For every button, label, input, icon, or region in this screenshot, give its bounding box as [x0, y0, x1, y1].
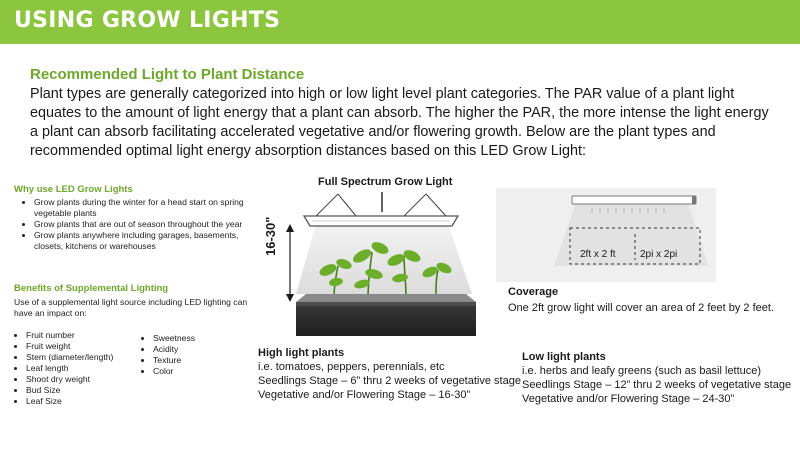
- list-item: Sweetness: [153, 333, 243, 344]
- benefits-list-2: Sweetness Acidity Texture Color: [137, 333, 243, 377]
- distance-range-label: 16-30": [263, 216, 278, 256]
- list-item: Leaf length: [26, 363, 146, 374]
- why-list: Grow plants during the winter for a head…: [18, 197, 264, 252]
- high-light-example: i.e. tomatoes, peppers, perennials, etc: [258, 361, 445, 373]
- list-item: Acidity: [153, 344, 243, 355]
- list-item: Stem (diameter/length): [26, 352, 146, 363]
- list-item: Grow plants that are out of season throu…: [34, 219, 264, 230]
- page-title: USING GROW LIGHTS: [14, 8, 281, 33]
- coverage-label-pi: 2pi x 2pi: [640, 249, 678, 260]
- high-light-seedling: Seedlings Stage – 6” thru 2 weeks of veg…: [258, 375, 521, 387]
- list-item: Grow plants during the winter for a head…: [34, 197, 264, 219]
- why-title: Why use LED Grow Lights: [14, 184, 133, 195]
- list-item: Texture: [153, 355, 243, 366]
- coverage-label-ft: 2ft x 2 ft: [580, 249, 616, 260]
- lamp-title: Full Spectrum Grow Light: [318, 176, 453, 188]
- low-light-example: i.e. herbs and leafy greens (such as bas…: [522, 365, 762, 377]
- low-light-title: Low light plants: [522, 351, 606, 363]
- low-light-seedling: Seedlings Stage – 12” thru 2 weeks of ve…: [522, 379, 792, 391]
- list-item: Fruit number: [26, 330, 146, 341]
- section-title: Recommended Light to Plant Distance: [30, 66, 305, 83]
- high-light-title: High light plants: [258, 347, 345, 359]
- coverage-illustration: [496, 188, 716, 282]
- benefits-title: Benefits of Supplemental Lighting: [14, 283, 169, 294]
- high-light-vegetative: Vegetative and/or Flowering Stage – 16-3…: [258, 389, 471, 401]
- intro-paragraph: Plant types are generally categorized in…: [30, 86, 769, 159]
- list-item: Fruit weight: [26, 341, 146, 352]
- list-item: Color: [153, 366, 243, 377]
- list-item: Leaf Size: [26, 396, 146, 407]
- low-light-vegetative: Vegetative and/or Flowering Stage – 24-3…: [522, 393, 735, 405]
- list-item: Shoot dry weight: [26, 374, 146, 385]
- grow-light-illustration: [286, 192, 476, 336]
- benefits-text: Use of a supplemental light source inclu…: [14, 297, 248, 318]
- benefits-list-1: Fruit number Fruit weight Stem (diameter…: [10, 330, 146, 407]
- list-item: Grow plants anywhere including garages, …: [34, 230, 264, 252]
- list-item: Bud Size: [26, 385, 146, 396]
- coverage-title: Coverage: [508, 286, 559, 298]
- coverage-description: One 2ft grow light will cover an area of…: [508, 302, 774, 314]
- header-banner: USING GROW LIGHTS: [0, 0, 800, 44]
